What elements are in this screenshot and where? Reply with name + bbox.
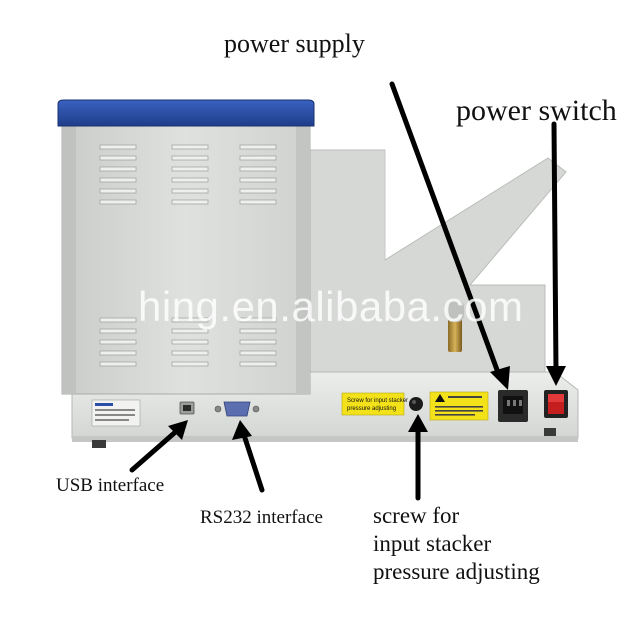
adjustment-screw[interactable]: [409, 397, 423, 411]
screw-label-line3: pressure adjusting: [373, 559, 540, 585]
input-stacker-tray: [309, 149, 567, 386]
screw-label-line2: input stacker: [373, 531, 492, 557]
callout-arrows: [129, 81, 566, 501]
adjust-sticker-line1: Screw for input stacker: [347, 398, 408, 404]
power-inlet[interactable]: [498, 390, 528, 422]
screw-label: screw for input stacker pressure adjusti…: [373, 502, 540, 586]
blue-lid: [57, 99, 315, 127]
power-switch-label: power switch: [456, 94, 617, 127]
callout-arrow-icon: [490, 366, 510, 390]
callout-arrow-icon: [240, 429, 265, 493]
power-supply-label: power supply: [224, 29, 365, 58]
vent-slots: [99, 144, 277, 367]
warning-sticker: [429, 391, 489, 421]
screw-label-line1: screw for: [373, 503, 460, 528]
callout-arrow-icon: [129, 425, 183, 473]
callout-arrow-icon: [168, 420, 188, 440]
adjust-sticker: Screw for input stacker pressure adjusti…: [341, 392, 408, 416]
callout-arrow-icon: [408, 414, 428, 432]
warning-triangle-icon: [435, 394, 445, 402]
callout-arrow-icon: [551, 121, 559, 375]
brass-post: [446, 300, 464, 352]
rs232-interface-label: RS232 interface: [200, 507, 323, 528]
usb-interface-label: USB interface: [56, 475, 165, 496]
power-switch[interactable]: [544, 390, 568, 418]
adjust-sticker-line2: pressure adjusting: [347, 406, 396, 412]
usb-port[interactable]: [179, 401, 195, 415]
callout-arrow-icon: [389, 81, 503, 381]
cabinet: [61, 117, 311, 395]
rs232-port[interactable]: [214, 401, 260, 417]
callout-arrow-icon: [546, 366, 566, 386]
callout-arrow-icon: [232, 420, 252, 440]
watermark: hing.en.alibaba.com: [138, 283, 524, 330]
nameplate: [91, 399, 141, 427]
